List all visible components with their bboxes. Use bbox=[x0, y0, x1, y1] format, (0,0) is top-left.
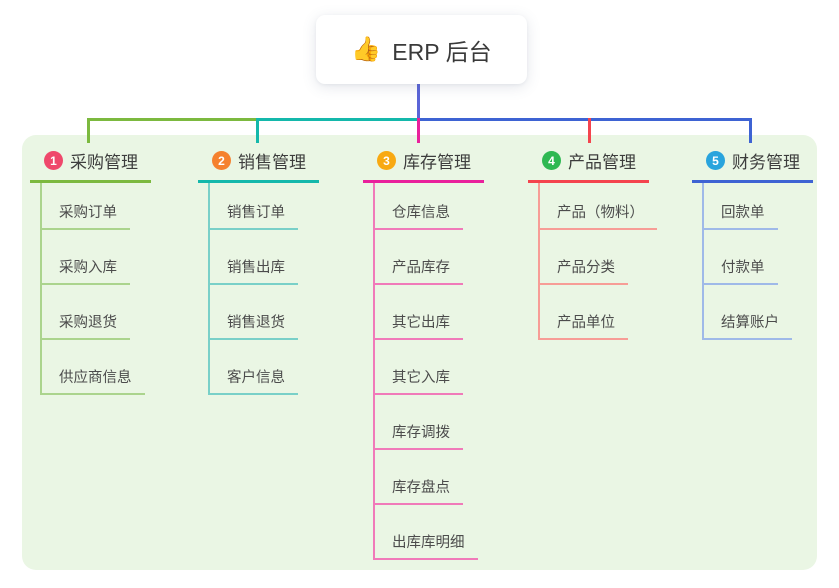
root-connector-line bbox=[417, 84, 420, 121]
branch-children-trunk: 采购订单采购入库采购退货供应商信息 bbox=[40, 183, 145, 395]
child-node[interactable]: 库存调拨 bbox=[375, 395, 463, 450]
branch-index-badge: 2 bbox=[212, 151, 231, 170]
root-node[interactable]: 👍 ERP 后台 bbox=[316, 15, 527, 84]
child-node[interactable]: 产品分类 bbox=[540, 230, 628, 285]
branch-库存管理: 3 库存管理 仓库信息产品库存其它出库其它入库库存调拨库存盘点出库库明细 bbox=[363, 143, 484, 560]
branch-children-trunk: 产品（物料）产品分类产品单位 bbox=[538, 183, 657, 340]
child-node[interactable]: 产品单位 bbox=[540, 285, 628, 340]
branch-node[interactable]: 2 销售管理 bbox=[198, 143, 319, 183]
branch-children-trunk: 销售订单销售出库销售退货客户信息 bbox=[208, 183, 298, 395]
branch-label: 财务管理 bbox=[732, 153, 800, 172]
child-node[interactable]: 销售退货 bbox=[210, 285, 298, 340]
connector-branch-drop bbox=[256, 118, 259, 143]
child-node[interactable]: 库存盘点 bbox=[375, 450, 463, 505]
root-label: ERP 后台 bbox=[392, 38, 492, 65]
child-node[interactable]: 销售订单 bbox=[210, 183, 298, 230]
branch-node[interactable]: 3 库存管理 bbox=[363, 143, 484, 183]
child-node[interactable]: 其它入库 bbox=[375, 340, 463, 395]
canvas-background bbox=[22, 135, 817, 570]
branch-node[interactable]: 4 产品管理 bbox=[528, 143, 649, 183]
child-node[interactable]: 结算账户 bbox=[704, 285, 792, 340]
branch-采购管理: 1 采购管理 采购订单采购入库采购退货供应商信息 bbox=[30, 143, 151, 395]
child-node[interactable]: 采购退货 bbox=[42, 285, 130, 340]
connector-branch-drop bbox=[588, 118, 591, 143]
branch-label: 采购管理 bbox=[70, 153, 138, 172]
branch-销售管理: 2 销售管理 销售订单销售出库销售退货客户信息 bbox=[198, 143, 319, 395]
branch-index-badge: 1 bbox=[44, 151, 63, 170]
branch-财务管理: 5 财务管理 回款单付款单结算账户 bbox=[692, 143, 813, 340]
branch-label: 产品管理 bbox=[568, 153, 636, 172]
connector-branch-drop bbox=[417, 118, 420, 143]
branch-node[interactable]: 5 财务管理 bbox=[692, 143, 813, 183]
branch-产品管理: 4 产品管理 产品（物料）产品分类产品单位 bbox=[528, 143, 657, 340]
child-node[interactable]: 销售出库 bbox=[210, 230, 298, 285]
branch-label: 库存管理 bbox=[403, 153, 471, 172]
branch-label: 销售管理 bbox=[238, 153, 306, 172]
child-node[interactable]: 产品库存 bbox=[375, 230, 463, 285]
branch-index-badge: 4 bbox=[542, 151, 561, 170]
child-node[interactable]: 供应商信息 bbox=[42, 340, 145, 395]
connector-horizontal-segment bbox=[256, 118, 419, 121]
child-node[interactable]: 仓库信息 bbox=[375, 183, 463, 230]
branch-children-trunk: 回款单付款单结算账户 bbox=[702, 183, 792, 340]
child-node[interactable]: 采购入库 bbox=[42, 230, 130, 285]
child-node[interactable]: 其它出库 bbox=[375, 285, 463, 340]
connector-branch-drop bbox=[87, 118, 90, 143]
connector-branch-drop bbox=[749, 118, 752, 143]
child-node[interactable]: 采购订单 bbox=[42, 183, 130, 230]
thumbs-up-icon: 👍 bbox=[351, 35, 382, 63]
branch-node[interactable]: 1 采购管理 bbox=[30, 143, 151, 183]
connector-horizontal-segment bbox=[87, 118, 258, 121]
branch-children-trunk: 仓库信息产品库存其它出库其它入库库存调拨库存盘点出库库明细 bbox=[373, 183, 478, 560]
branch-index-badge: 3 bbox=[377, 151, 396, 170]
branch-index-badge: 5 bbox=[706, 151, 725, 170]
child-node[interactable]: 回款单 bbox=[704, 183, 778, 230]
child-node[interactable]: 产品（物料） bbox=[540, 183, 657, 230]
child-node[interactable]: 出库库明细 bbox=[375, 505, 478, 560]
child-node[interactable]: 付款单 bbox=[704, 230, 778, 285]
child-node[interactable]: 客户信息 bbox=[210, 340, 298, 395]
connector-horizontal-segment bbox=[417, 118, 752, 121]
